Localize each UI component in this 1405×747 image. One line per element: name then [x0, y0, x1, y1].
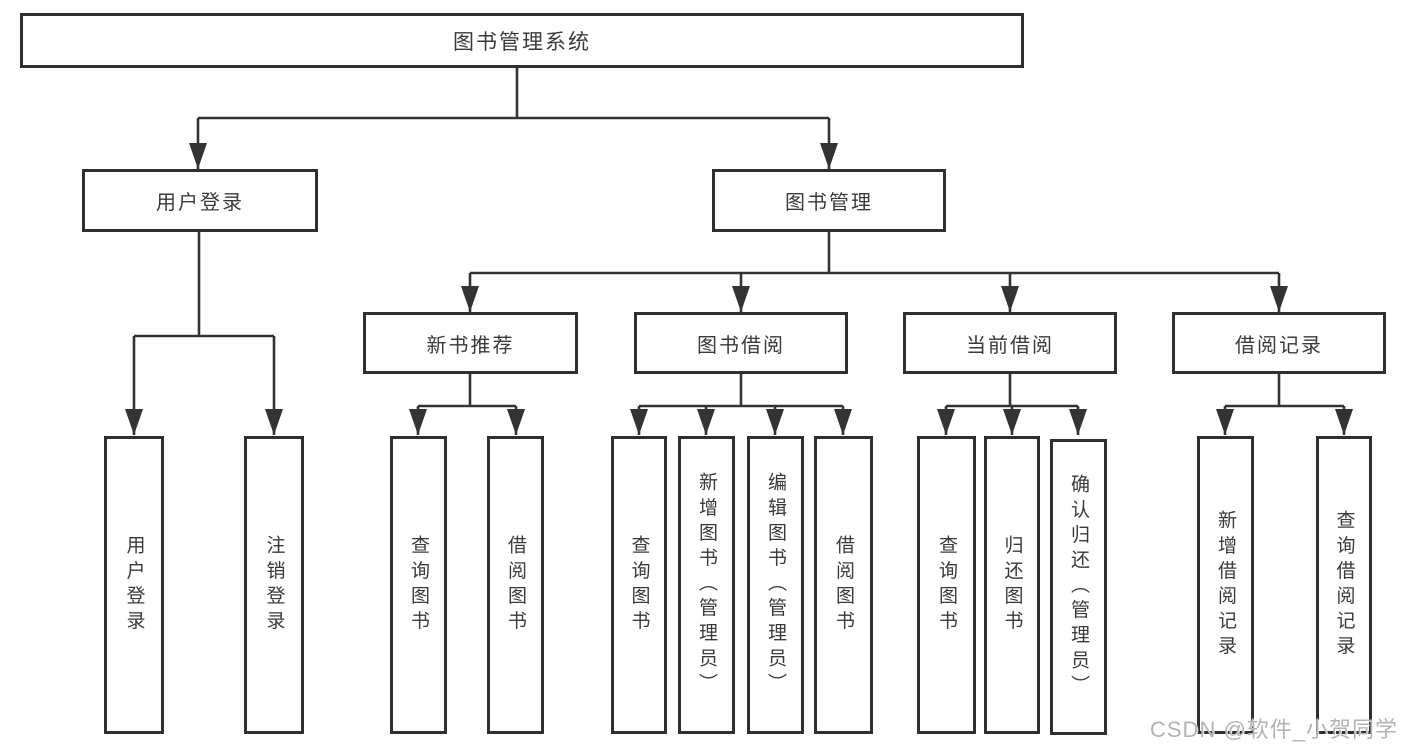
node-library-system: 图书管理系统	[20, 13, 1024, 68]
node-leaf-borrow-books-recommend: 借阅图书	[487, 436, 544, 734]
leaf-label: 查询借阅记录	[1333, 509, 1355, 661]
node-leaf-add-book-admin: 新增图书（管理员）	[678, 436, 735, 734]
node-leaf-edit-book-admin: 编辑图书（管理员）	[747, 436, 804, 734]
node-leaf-borrow-books: 借阅图书	[814, 436, 873, 734]
leaf-label: 借阅图书	[833, 534, 854, 636]
node-leaf-user-login: 用户登录	[104, 436, 164, 734]
leaf-label: 查询图书	[408, 534, 429, 636]
node-leaf-return-book: 归还图书	[984, 436, 1040, 734]
node-leaf-query-borrow-record: 查询借阅记录	[1316, 436, 1372, 734]
leaf-label: 编辑图书（管理员）	[765, 472, 786, 698]
watermark: CSDN @软件_小贺同学	[1150, 717, 1399, 742]
leaf-label: 确认归还（管理员）	[1068, 474, 1089, 700]
leaf-label: 借阅图书	[505, 534, 526, 636]
leaf-label: 归还图书	[1001, 534, 1023, 636]
leaf-label: 新增图书（管理员）	[696, 472, 717, 698]
node-level2-book-management: 图书管理	[712, 169, 946, 232]
connector-root-to-level2	[189, 68, 838, 169]
leaf-label: 用户登录	[123, 534, 145, 636]
connector-records-to-leaves	[1216, 374, 1353, 435]
node-leaf-add-borrow-record: 新增借阅记录	[1197, 436, 1254, 734]
connector-borrow-to-leaves	[630, 374, 852, 435]
node-leaf-query-books-current: 查询图书	[917, 436, 976, 734]
node-level3-new-book-recommend: 新书推荐	[363, 312, 578, 374]
node-leaf-query-books-borrow: 查询图书	[611, 436, 667, 734]
leaf-label: 查询图书	[628, 534, 650, 636]
connector-book-management-to-level3	[461, 232, 1288, 312]
node-level2-user-login: 用户登录	[82, 169, 318, 232]
node-level3-book-borrow: 图书借阅	[634, 312, 848, 374]
leaf-label: 查询图书	[936, 534, 957, 636]
leaf-label: 新增借阅记录	[1215, 509, 1236, 661]
connector-user-login-to-leaves	[125, 232, 283, 435]
connector-recommend-to-leaves	[409, 374, 525, 435]
leaf-label: 注销登录	[263, 534, 285, 636]
node-leaf-query-books-recommend: 查询图书	[390, 436, 447, 734]
connector-current-to-leaves	[937, 374, 1087, 435]
node-level3-borrow-records: 借阅记录	[1172, 312, 1386, 374]
node-leaf-logout: 注销登录	[244, 436, 304, 734]
node-level3-current-borrow: 当前借阅	[903, 312, 1117, 374]
node-leaf-confirm-return-admin: 确认归还（管理员）	[1050, 439, 1107, 735]
